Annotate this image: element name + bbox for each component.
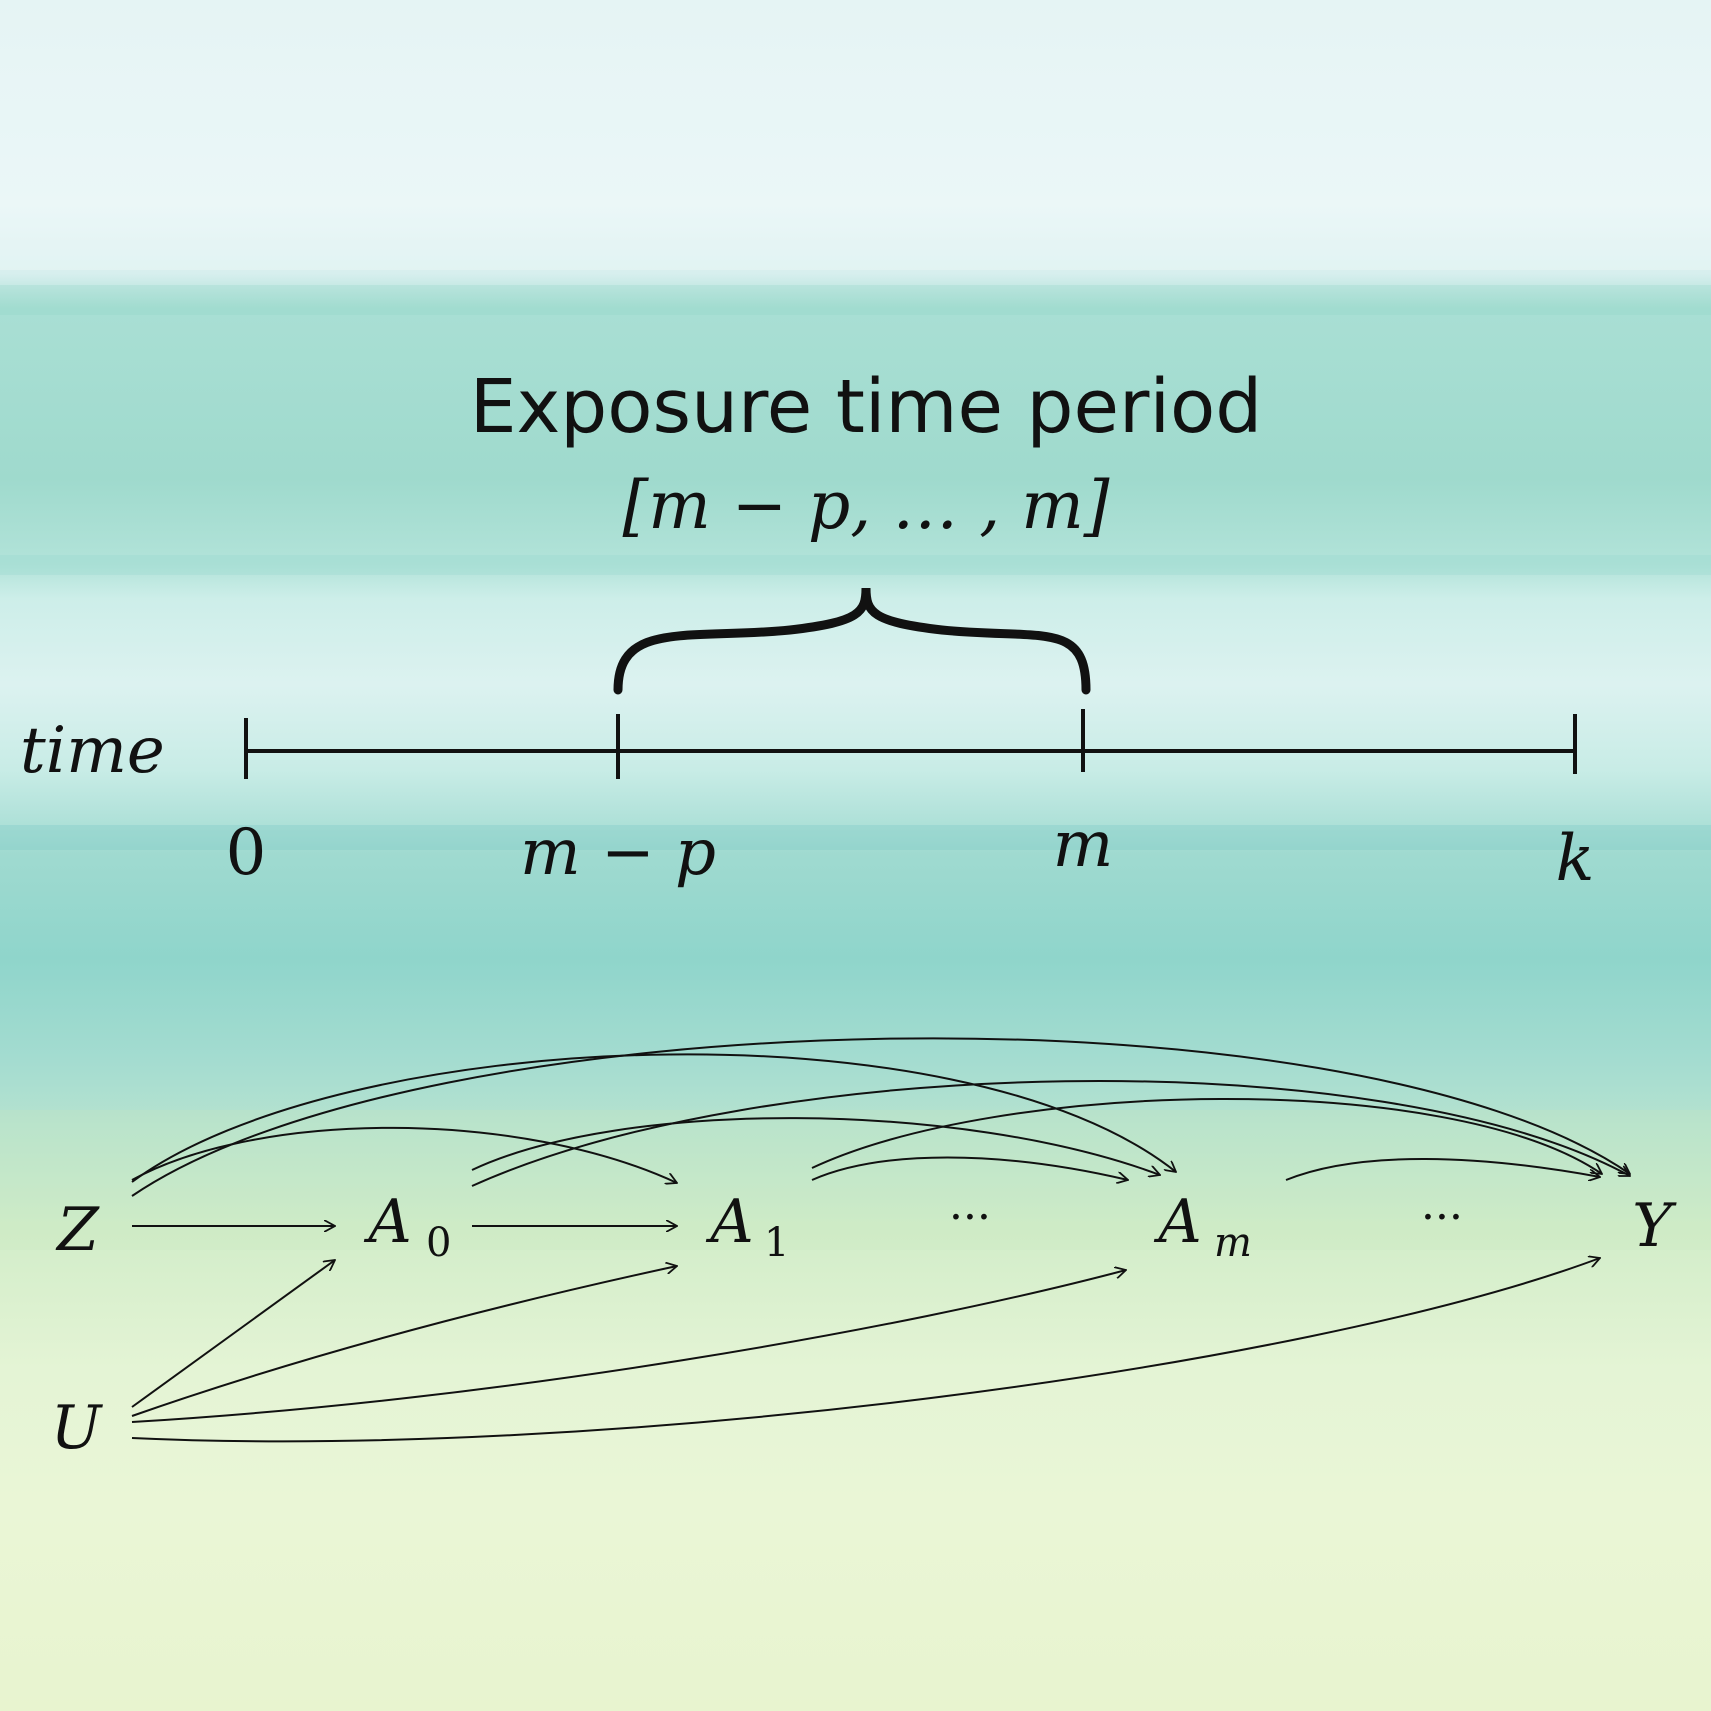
edge-z-a1 (131, 1126, 677, 1183)
dag-node-y: Y (1632, 1191, 1677, 1261)
edge-z-am (131, 1053, 1176, 1183)
exposure-brace (613, 587, 1091, 695)
edge-a0-y (471, 1080, 1630, 1187)
tick-label-k: k (1556, 822, 1595, 896)
edge-a1-am (811, 1156, 1128, 1181)
edge-u-a1 (131, 1266, 677, 1417)
tick-label-m-minus-p: m − p (520, 816, 716, 890)
node-label: A (1153, 1187, 1201, 1257)
exposure-title: Exposure time period (470, 364, 1263, 450)
dag-node-u: U (51, 1393, 104, 1463)
node-label: A (705, 1187, 753, 1257)
dag-node-ellipsis-1: ··· (949, 1192, 991, 1243)
edge-u-a0 (131, 1260, 335, 1408)
edge-u-am (131, 1270, 1126, 1423)
edge-a0-am (471, 1117, 1160, 1175)
tick-label-m: m (1053, 808, 1114, 882)
tick-label-0: 0 (226, 816, 267, 890)
node-subscript: 1 (764, 1220, 789, 1266)
dag-node-ellipsis-2: ··· (1421, 1192, 1463, 1243)
dag-node-z: Z (55, 1195, 100, 1265)
node-label: Z (55, 1195, 100, 1265)
dag-node-am: A m (1153, 1187, 1252, 1266)
edge-a1-y (811, 1098, 1602, 1174)
dag-node-a0: A 0 (363, 1187, 451, 1266)
node-subscript: 0 (426, 1220, 451, 1266)
edge-dots-y (1285, 1158, 1600, 1180)
exposure-interval: [m − p, … , m] (622, 467, 1109, 544)
edge-u-y (131, 1258, 1600, 1443)
time-axis-label: time (20, 714, 165, 788)
edge-z-y (131, 1037, 1630, 1197)
dag-edges (131, 1037, 1630, 1443)
node-subscript: m (1214, 1220, 1252, 1266)
node-label: A (363, 1187, 411, 1257)
node-label: Y (1632, 1191, 1677, 1261)
node-label: U (51, 1393, 104, 1463)
dag-node-a1: A 1 (705, 1187, 789, 1266)
